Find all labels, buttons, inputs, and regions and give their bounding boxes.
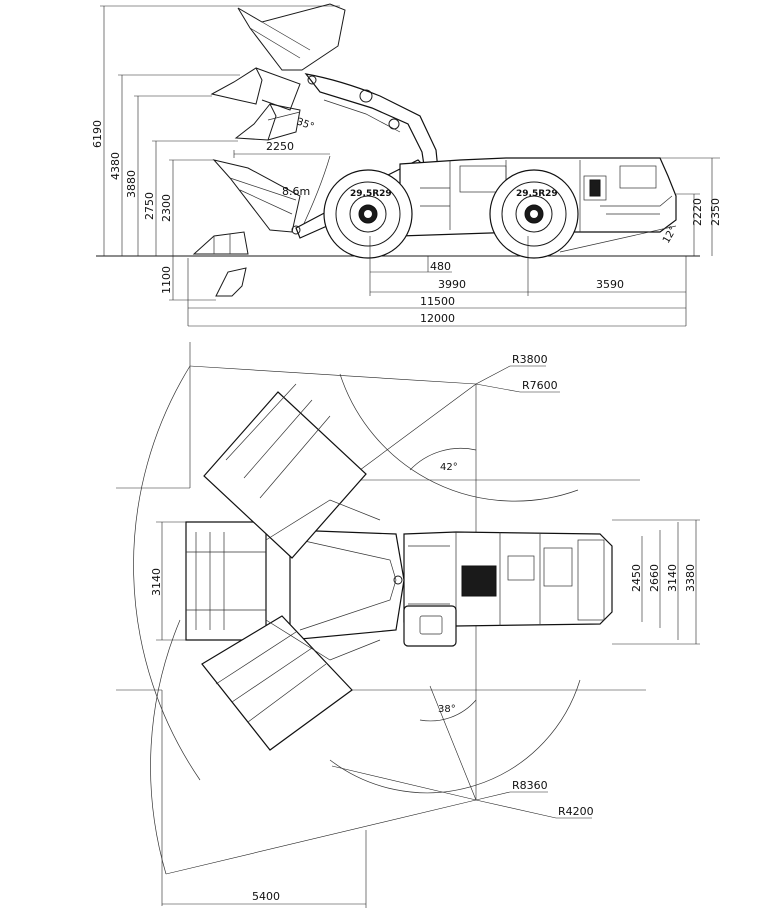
dim-4380: 4380 [109,152,122,180]
bucket-ground [192,231,249,255]
dim-2660: 2660 [648,564,661,592]
dim-6190: 6190 [91,120,104,148]
bucket-top-right-turn [201,615,353,751]
dim-3990: 3990 [438,278,466,291]
angle-38: 38° [438,704,456,715]
dump-angle-label: 35° [295,116,315,132]
dim-3140: 3140 [666,564,679,592]
dim-5400: 5400 [252,890,280,903]
dim-480: 480 [430,260,451,273]
front-wheel: 29.5R29 [323,169,413,259]
bucket-raised-mid1 [210,67,301,111]
dim-3380: 3380 [684,564,697,592]
dim-2350: 2350 [709,198,722,226]
dim-3590: 3590 [596,278,624,291]
turning-arcs [133,365,581,875]
departure-line [559,225,677,253]
radius-r4200: R4200 [558,805,594,818]
dim-1100: 1100 [160,266,173,294]
loader-front-top [289,529,405,641]
loader-rear-top [403,531,613,647]
dim-3880: 3880 [125,170,138,198]
bucket-top-straight [185,521,267,641]
dim-2220: 2220 [691,198,704,226]
bucket-raised-mid2 [234,103,301,141]
rear-tire-label: 29.5R29 [516,189,558,199]
bucket-top-left-turn [203,383,367,559]
height-dimensions [100,5,340,301]
dim-2300: 2300 [160,194,173,222]
boom-paths [265,499,381,661]
front-tire-label: 29.5R29 [350,189,392,199]
dim-2450: 2450 [630,564,643,592]
radius-r8360: R8360 [512,779,548,792]
reach-radius-label: 8.6m [282,185,310,198]
bucket-raised-top [237,3,346,71]
bucket-below-ground [215,267,247,297]
dim-left-3140: 3140 [150,568,163,596]
reach-label: 2250 [266,140,294,153]
rear-wheel: 29.5R29 [489,169,579,259]
dim-2750: 2750 [143,192,156,220]
angle-42: 42° [440,462,458,473]
top-view: R3800 R7600 R8360 R4200 42° 38° [116,342,700,908]
radius-r3800: R3800 [512,353,548,366]
dim-12000: 12000 [420,312,455,325]
radius-r7600: R7600 [522,379,558,392]
dim-11500: 11500 [420,295,455,308]
side-view: 6190 4380 3880 2750 2300 1100 35° [91,3,722,327]
